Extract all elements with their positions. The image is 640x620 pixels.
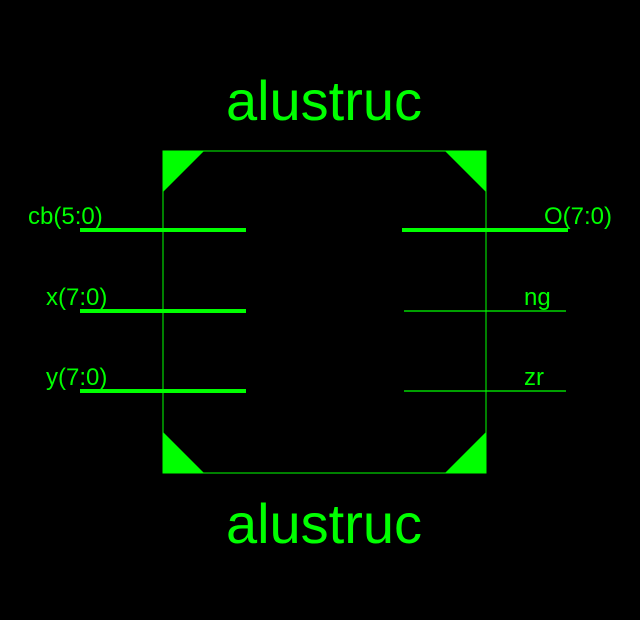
corner-marker-bottom-right (445, 432, 486, 473)
output-pin-label-zr: zr (524, 364, 544, 391)
corner-marker-top-right (445, 151, 486, 192)
input-pin-label-x: x(7:0) (46, 284, 107, 311)
input-pin-label-cb: cb(5:0) (28, 203, 103, 230)
corner-marker-top-left (163, 151, 204, 192)
input-pin-label-y: y(7:0) (46, 364, 107, 391)
component-title-top: alustruc (226, 69, 422, 132)
output-pin-label-ng: ng (524, 284, 551, 311)
corner-marker-bottom-left (163, 432, 204, 473)
component-title-bottom: alustruc (226, 492, 422, 555)
output-pin-label-o: O(7:0) (544, 203, 612, 230)
